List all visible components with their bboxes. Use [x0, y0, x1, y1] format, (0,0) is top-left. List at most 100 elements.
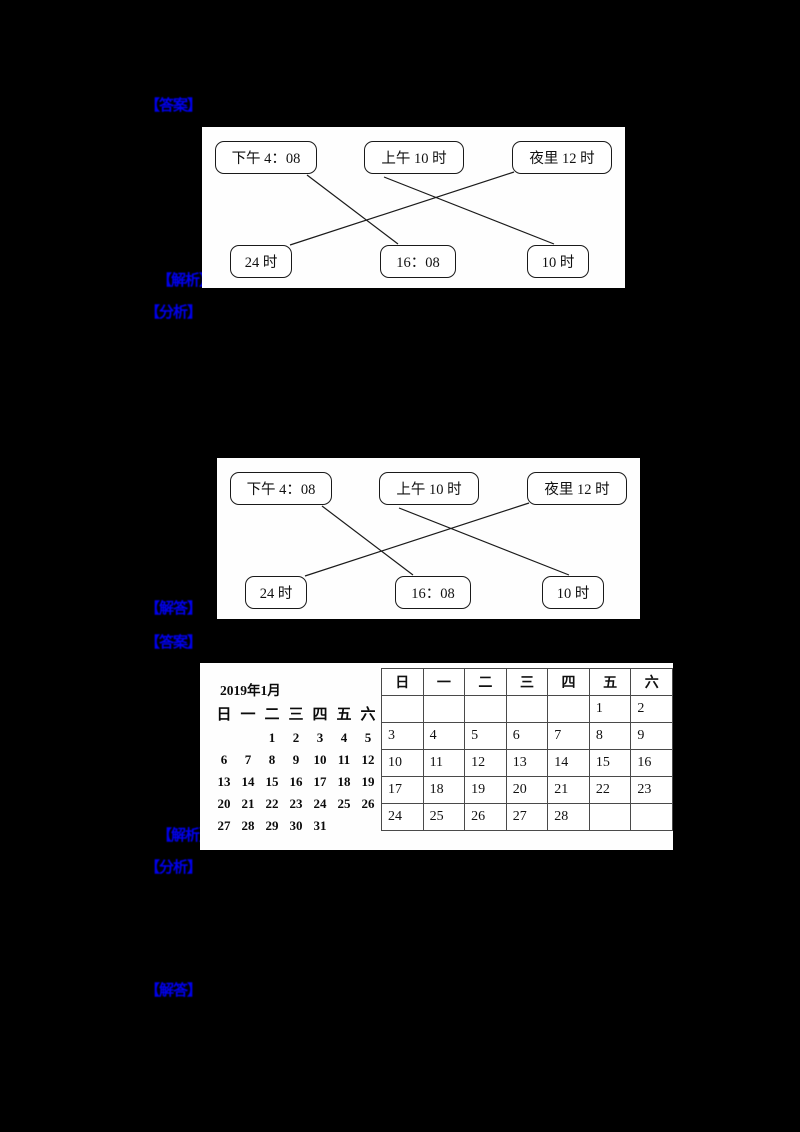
- table-day-cell: 12: [464, 749, 507, 777]
- calendar-day: 25: [337, 796, 351, 811]
- calendar-day: 31: [313, 818, 327, 833]
- annotation-chip: 【答案】: [145, 98, 202, 114]
- connection-lines: [304, 502, 570, 577]
- calendar-day: [332, 818, 356, 834]
- table-day-cell: 6: [505, 722, 549, 750]
- calendar-day: 20: [217, 796, 231, 811]
- table-day-cell: 22: [588, 776, 632, 804]
- calendar-day: 3: [316, 730, 324, 745]
- table-weekday-header: 四: [547, 668, 590, 696]
- match-node[interactable]: 下午 4：08: [230, 472, 332, 505]
- table-weekday-header: 六: [630, 668, 673, 696]
- match-node[interactable]: 10 时: [527, 245, 589, 278]
- table-day-cell: 21: [547, 776, 590, 804]
- table-day-cell: 23: [630, 776, 673, 804]
- calendar-day: [356, 818, 380, 834]
- calendar-day: 18: [337, 774, 351, 789]
- table-day-cell: 20: [505, 776, 549, 804]
- calendar-day: 13: [217, 774, 231, 789]
- weekday-header: 四: [312, 707, 328, 723]
- calendar-day: 12: [361, 752, 375, 767]
- match-node[interactable]: 下午 4：08: [215, 141, 317, 174]
- calendar-day: 23: [289, 796, 303, 811]
- table-day-cell: 25: [422, 803, 466, 831]
- table-weekday-header: 一: [422, 668, 466, 696]
- match-node[interactable]: 上午 10 时: [364, 141, 464, 174]
- calendar-day: 1: [268, 730, 276, 745]
- table-day-cell: 19: [464, 776, 507, 804]
- table-day-cell: 26: [464, 803, 507, 831]
- weekday-header: 一: [240, 707, 256, 723]
- calendar-day: 7: [244, 752, 252, 767]
- weekday-header: 六: [360, 707, 376, 723]
- table-day-cell: [630, 803, 673, 831]
- match-line: [304, 502, 530, 577]
- annotation-chip: 【答案】: [145, 635, 202, 651]
- table-day-cell: 15: [588, 749, 632, 777]
- calendar-day: [212, 730, 236, 746]
- table-day-cell: [547, 695, 590, 723]
- table-day-cell: 4: [422, 722, 466, 750]
- table-day-cell: 18: [422, 776, 466, 804]
- table-day-cell: [464, 695, 507, 723]
- match-node[interactable]: 夜里 12 时: [527, 472, 627, 505]
- calendar-day: 26: [361, 796, 375, 811]
- calendar-day: 9: [292, 752, 300, 767]
- table-day-cell: 5: [464, 722, 507, 750]
- calendar-day: 4: [340, 730, 348, 745]
- calendar-day: 6: [220, 752, 228, 767]
- calendar-day: 5: [364, 730, 372, 745]
- table-day-cell: 9: [630, 722, 673, 750]
- calendar-title: 2019年1月: [220, 683, 281, 698]
- match-node[interactable]: 10 时: [542, 576, 604, 609]
- match-node[interactable]: 夜里 12 时: [512, 141, 612, 174]
- calendar-day: 11: [337, 752, 351, 767]
- calendar-day: 21: [241, 796, 255, 811]
- annotation-chip: 【解析】: [157, 828, 214, 844]
- match-diagram-panel-1: 下午 4：08 上午 10 时 夜里 12 时 24 时 16：08 10 时: [202, 127, 625, 288]
- table-day-cell: 2: [630, 695, 673, 723]
- calendar-day: [236, 730, 260, 746]
- calendar-day: 14: [241, 774, 255, 789]
- match-diagram-panel-2: 下午 4：08 上午 10 时 夜里 12 时 24 时 16：08 10 时: [217, 458, 640, 619]
- table-day-cell: 11: [422, 749, 466, 777]
- table-weekday-header: 三: [505, 668, 549, 696]
- table-header-row: 日一二三四五六: [381, 668, 673, 696]
- table-day-cell: [505, 695, 549, 723]
- calendar-day: 27: [217, 818, 231, 833]
- match-line: [398, 507, 570, 576]
- calendar-day: 22: [265, 796, 279, 811]
- calendar-day: 2: [292, 730, 300, 745]
- match-node[interactable]: 上午 10 时: [379, 472, 479, 505]
- table-day-cell: 7: [547, 722, 590, 750]
- calendar-day: 29: [265, 818, 279, 833]
- match-line: [383, 176, 555, 245]
- calendar-day: 28: [241, 818, 255, 833]
- match-node[interactable]: 24 时: [230, 245, 292, 278]
- match-line: [289, 171, 515, 246]
- calendar-day: 30: [289, 818, 303, 833]
- annotation-chip: 【分析】: [145, 305, 202, 321]
- calendar-day: 10: [313, 752, 327, 767]
- calendar-day: 16: [289, 774, 303, 789]
- table-day-cell: 16: [630, 749, 673, 777]
- table-day-cell: 8: [588, 722, 632, 750]
- annotation-chip: 【解答】: [145, 983, 202, 999]
- match-line: [321, 505, 414, 576]
- match-line: [306, 174, 399, 245]
- calendar-day: 19: [361, 774, 375, 789]
- match-node[interactable]: 24 时: [245, 576, 307, 609]
- table-weekday-header: 五: [588, 668, 632, 696]
- annotation-chip: 【解析】: [157, 273, 214, 289]
- match-node[interactable]: 16：08: [395, 576, 471, 609]
- table-day-cell: 28: [547, 803, 590, 831]
- match-diagram-2: 下午 4：08 上午 10 时 夜里 12 时 24 时 16：08 10 时: [217, 458, 640, 619]
- match-node[interactable]: 16：08: [380, 245, 456, 278]
